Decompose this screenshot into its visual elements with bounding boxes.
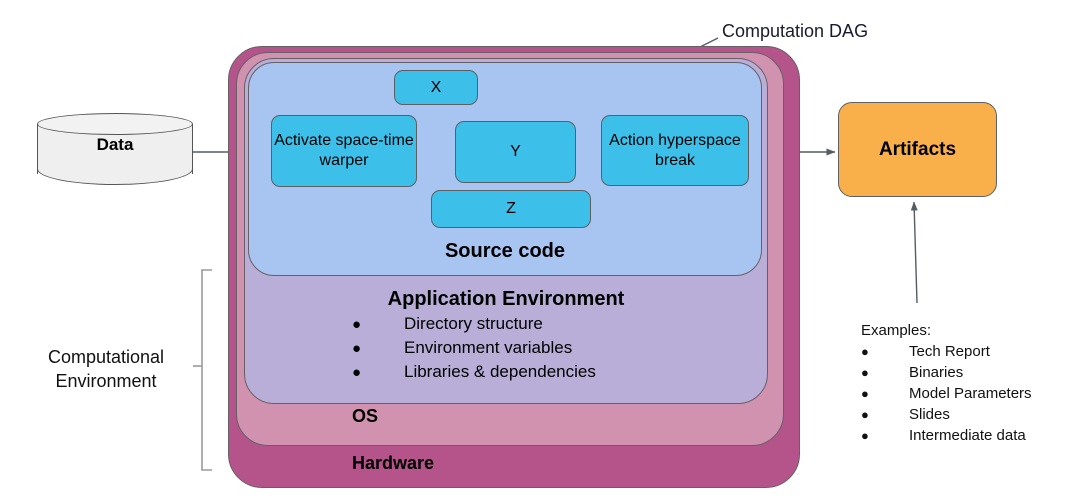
cylinder-left-edge — [37, 124, 39, 174]
computational-environment-bracket — [201, 269, 212, 471]
dag-node-x[interactable]: X — [394, 70, 478, 105]
application-environment-label: Application Environment — [387, 288, 625, 310]
artifacts-box[interactable]: Artifacts — [838, 102, 997, 197]
dag-node-z[interactable]: Z — [431, 190, 591, 228]
application-environment-bullet-list: ● Directory structure ● Environment variab… — [352, 312, 596, 384]
os-label: OS — [352, 406, 379, 426]
examples-title: Examples: — [861, 322, 932, 339]
dag-node-action-hyperspace-break[interactable]: Action hyperspace break — [601, 115, 749, 186]
arrow-examples-to-artifacts — [910, 201, 918, 304]
bullet-icon: ● — [861, 344, 869, 359]
artifact-examples-block: Examples: ● Tech Report ● Binaries ● Model … — [861, 320, 1032, 446]
bullet-icon: ● — [352, 364, 362, 381]
list-item-label: Model Parameters — [909, 385, 1032, 402]
list-item-label: Directory structure — [404, 314, 543, 333]
artifact-examples-list: ● Tech Report ● Binaries ● Model Parameters… — [861, 341, 1032, 446]
bullet-icon: ● — [861, 386, 869, 401]
bullet-icon: ● — [861, 428, 869, 443]
bullet-icon: ● — [861, 365, 869, 380]
list-item: ● Slides — [861, 404, 1032, 425]
list-item-label: Tech Report — [909, 343, 990, 360]
data-label: Data — [96, 135, 134, 154]
list-item: ● Intermediate data — [861, 425, 1032, 446]
list-item-label: Environment variables — [404, 338, 573, 357]
list-item: ● Tech Report — [861, 341, 1032, 362]
list-item: ● Directory structure — [352, 312, 596, 336]
dag-node-activate-space-time-warper[interactable]: Activate space-time warper — [271, 115, 417, 187]
source-code-label: Source code — [444, 240, 566, 262]
cylinder-top-ellipse — [37, 113, 193, 135]
data-source-cylinder[interactable]: Data — [37, 113, 193, 185]
bullet-icon: ● — [352, 340, 362, 357]
bullet-icon: ● — [861, 407, 869, 422]
cylinder-right-edge — [191, 124, 193, 174]
list-item-label: Libraries & dependencies — [404, 362, 596, 381]
dag-node-y[interactable]: Y — [455, 121, 576, 183]
list-item-label: Slides — [909, 406, 950, 423]
list-item: ● Environment variables — [352, 336, 596, 360]
hardware-label: Hardware — [352, 453, 435, 473]
list-item: ● Libraries & dependencies — [352, 360, 596, 384]
list-item: ● Binaries — [861, 362, 1032, 383]
computation-dag-annotation: Computation DAG — [722, 21, 869, 41]
list-item-label: Binaries — [909, 364, 964, 381]
list-item-label: Intermediate data — [909, 427, 1026, 444]
computational-environment-bracket-label: Computational Environment — [47, 347, 165, 391]
list-item: ● Model Parameters — [861, 383, 1032, 404]
bullet-icon: ● — [352, 316, 362, 333]
